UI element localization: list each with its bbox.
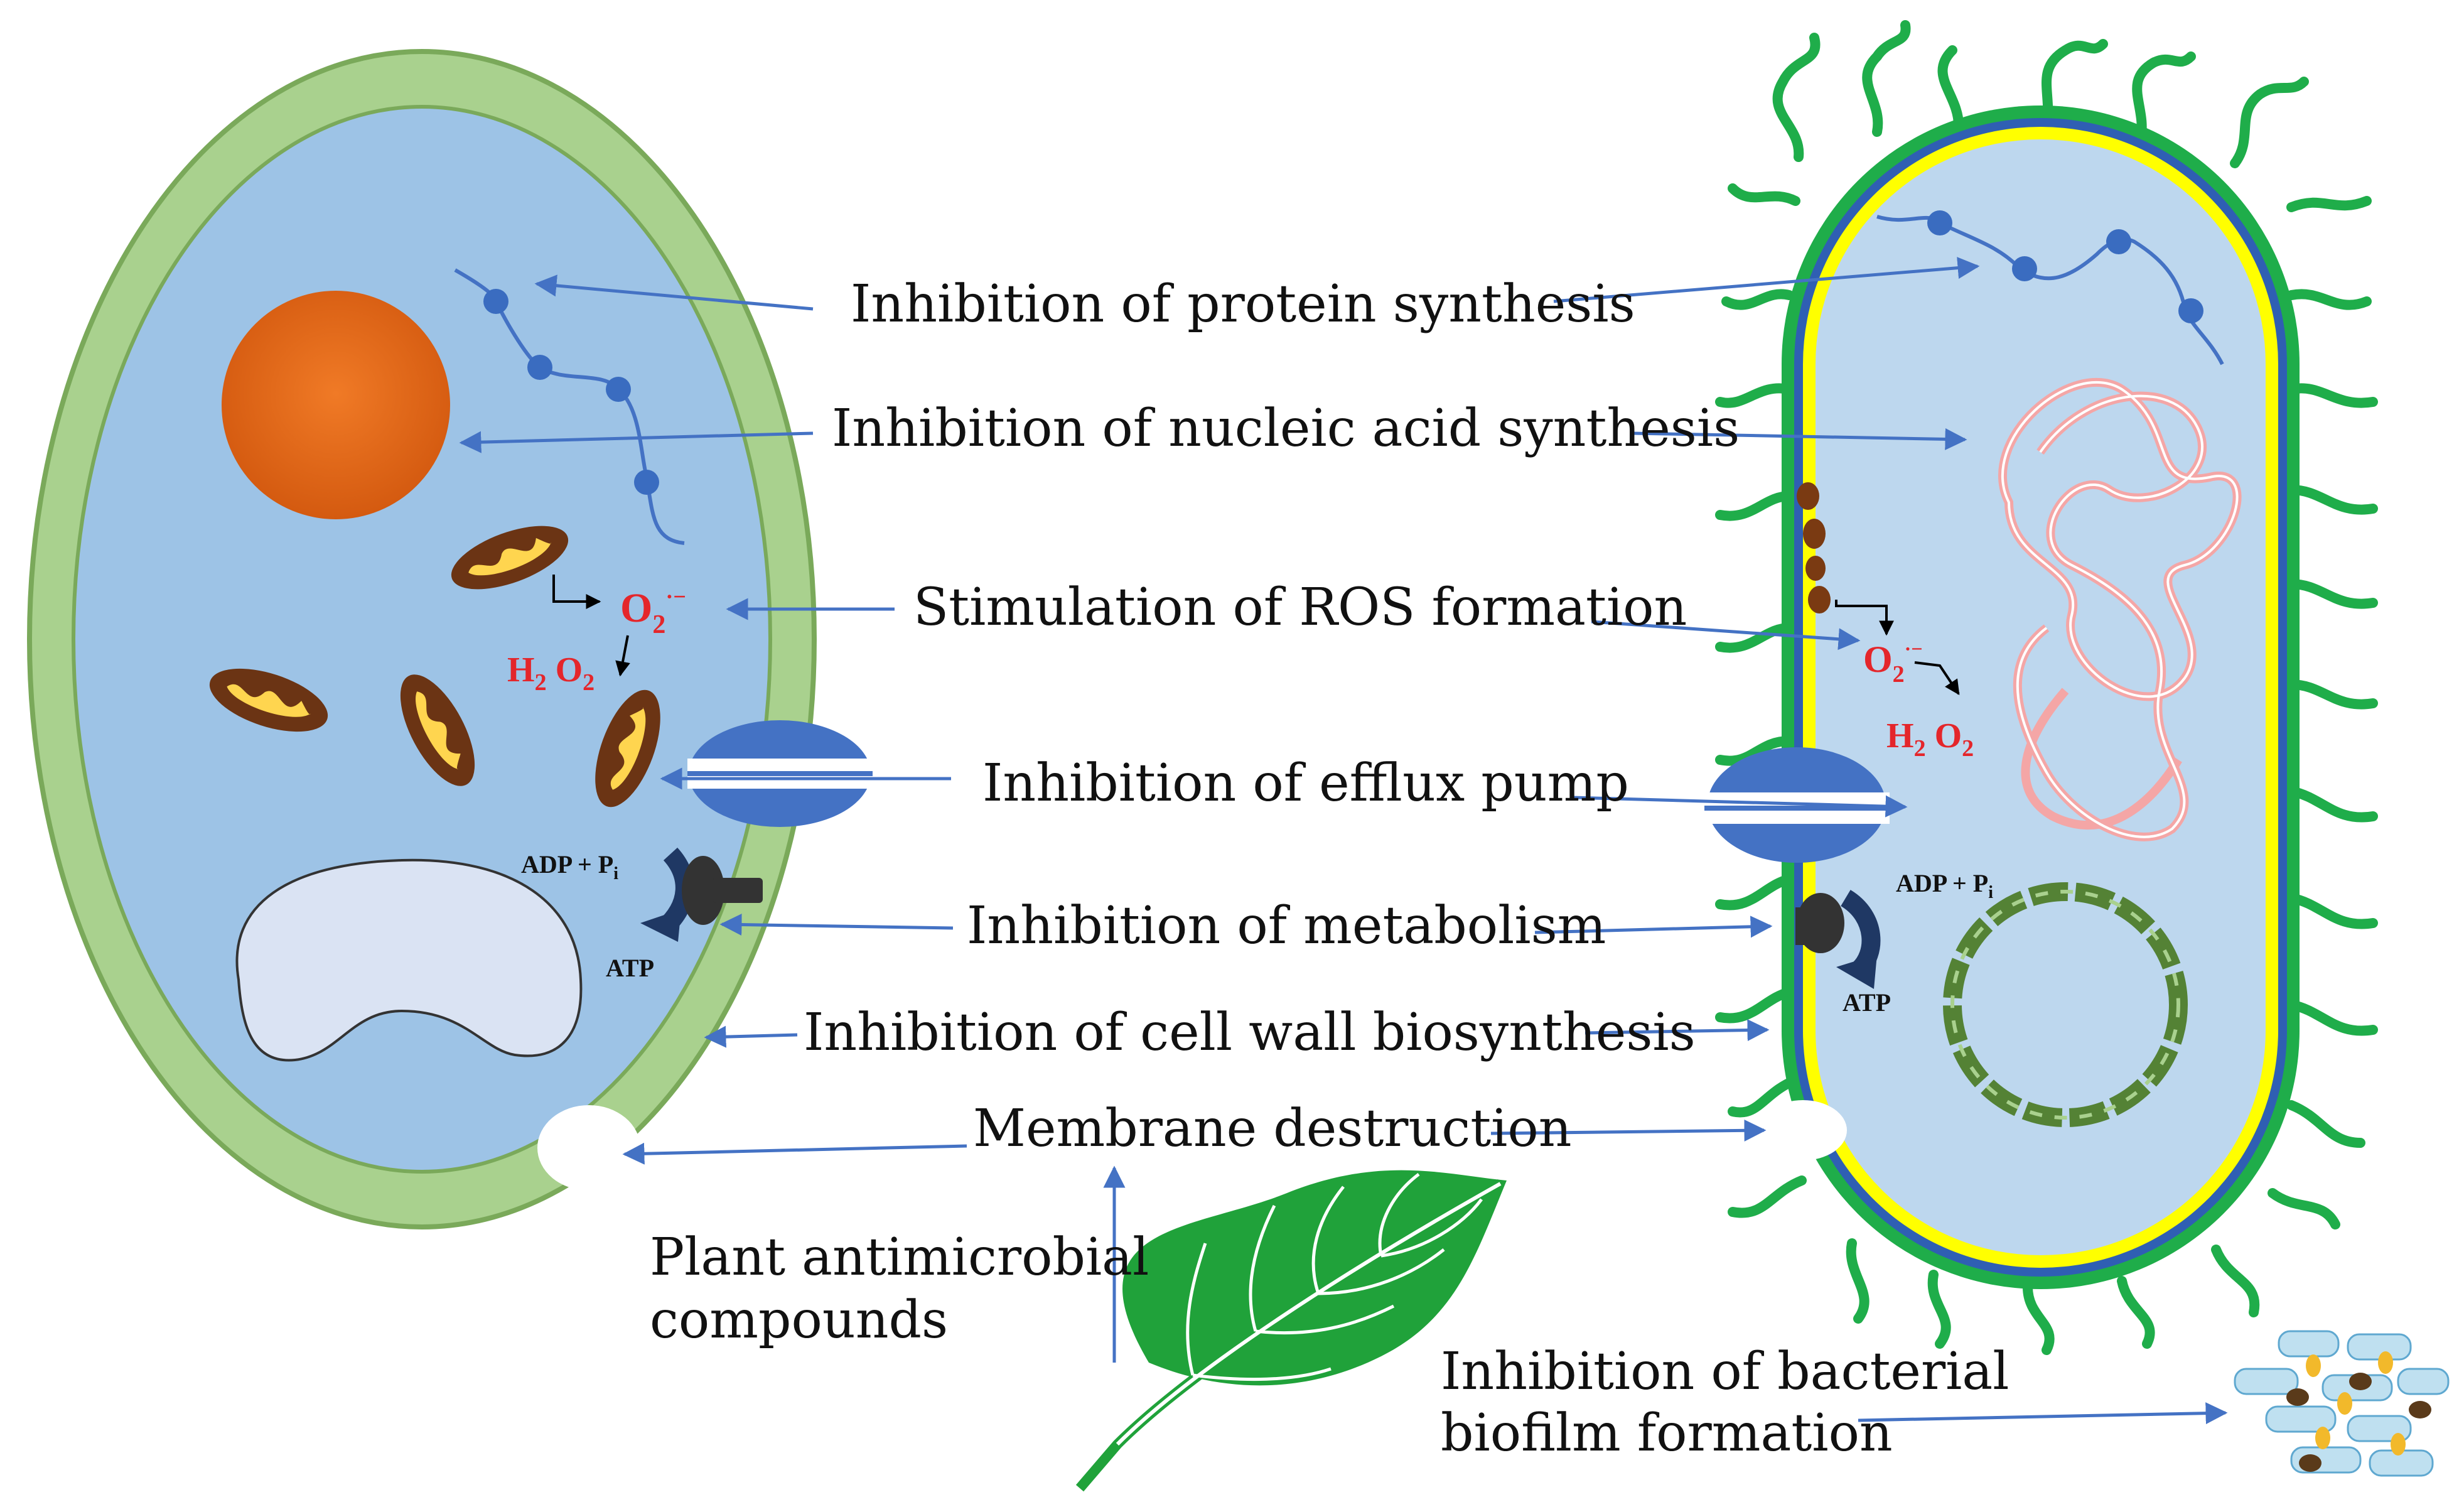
fungal-superoxide: O2·−	[620, 584, 686, 639]
bacterial-membrane-pore	[1759, 1100, 1847, 1160]
label-plant-compounds-line1: Plant antimicrobial	[650, 1228, 1149, 1287]
label-efflux-pump: Inhibition of efflux pump	[982, 754, 1629, 813]
fungal-nucleus	[222, 291, 450, 519]
bacterial-respiratory-chain	[1797, 482, 1831, 613]
fungal-atp-synthase	[640, 847, 763, 942]
bacterial-ribosome	[2106, 229, 2131, 254]
label-cell-wall-biosynthesis: Inhibition of cell wall biosynthesis	[804, 1003, 1696, 1062]
bacterial-ribosome	[1927, 210, 1952, 235]
cellwall-arrow-right	[1584, 1019, 1770, 1042]
fungal-cell: O2·− H2 O2 ADP + Pi ATP	[27, 49, 873, 1229]
label-protein-synthesis: Inhibition of protein synthesis	[851, 274, 1635, 334]
fungal-vacuole	[235, 858, 583, 1062]
bacterial-ribosome	[2012, 256, 2037, 281]
fungal-ribosome	[606, 377, 631, 402]
fungal-ribosome	[634, 470, 659, 495]
metabolism-arrow-left	[719, 914, 954, 936]
bacterial-atp-synthase	[1795, 890, 1881, 989]
bacterial-ros-arrow	[1914, 661, 1960, 695]
plant-leaf-icon	[1075, 1170, 1507, 1492]
nucleic-arrow-left	[459, 431, 814, 453]
protein-arrow-right	[1553, 257, 1980, 303]
fungal-adp-label: ADP + Pi	[521, 850, 618, 883]
bacterial-ribosome	[2178, 298, 2203, 323]
fungal-mitochondrion	[595, 689, 660, 808]
label-membrane-destruction: Membrane destruction	[973, 1099, 1572, 1159]
bacterial-superoxide: O2·−	[1863, 637, 1923, 688]
fungal-ribosome	[483, 289, 508, 314]
fungal-atp-label: ATP	[606, 954, 654, 982]
biofilm-arrow	[1858, 1402, 2228, 1425]
fungal-hydrogen-peroxide: H2 O2	[507, 651, 594, 696]
fungal-ros-arrow	[615, 635, 630, 677]
fungal-membrane-pore	[537, 1105, 640, 1191]
bacterial-adp-label: ADP + Pi	[1896, 869, 1993, 902]
membrane-arrow-left	[622, 1142, 967, 1165]
bacterial-atp-label: ATP	[1843, 988, 1891, 1017]
label-biofilm-line2: biofilm formation	[1441, 1403, 1893, 1463]
bacterial-nucleoid-core	[2001, 381, 2239, 838]
mechanism-arrows	[459, 257, 2228, 1425]
bacterial-plasmid-inner	[1950, 890, 2180, 1120]
ros-arrow-right	[1591, 620, 1861, 651]
fungal-mitochondrion	[209, 668, 328, 732]
fungal-ribosome	[527, 355, 552, 380]
fungal-mitochondrion	[400, 674, 475, 786]
label-metabolism: Inhibition of metabolism	[967, 896, 1606, 956]
fungal-ros-connector	[552, 575, 601, 609]
label-nucleic-acid-synthesis: Inhibition of nucleic acid synthesis	[832, 399, 1740, 458]
bacterial-ros-connector	[1835, 600, 1894, 636]
nucleic-arrow-right	[1632, 428, 1967, 450]
label-biofilm-line1: Inhibition of bacterial	[1441, 1342, 2009, 1402]
bacterial-hydrogen-peroxide: H2 O2	[1886, 716, 1974, 762]
fungal-efflux-pump	[687, 720, 873, 827]
metabolism-arrow-right	[1534, 916, 1773, 938]
bacterial-cell: O2·− H2 O2 ADP + Pi ATP	[1704, 20, 2378, 1355]
protein-arrow-left	[534, 274, 814, 311]
membrane-arrow-right	[1490, 1119, 1767, 1142]
cellwall-arrow-left	[704, 1025, 798, 1048]
bacterial-pili	[1715, 20, 2378, 1355]
efflux-arrow-right	[1572, 795, 1908, 818]
label-ros-formation: Stimulation of ROS formation	[913, 578, 1687, 637]
label-plant-compounds-line2: compounds	[650, 1290, 948, 1350]
bacterial-biofilm-icon	[2234, 1330, 2450, 1477]
fungal-mitochondrion	[451, 526, 569, 590]
